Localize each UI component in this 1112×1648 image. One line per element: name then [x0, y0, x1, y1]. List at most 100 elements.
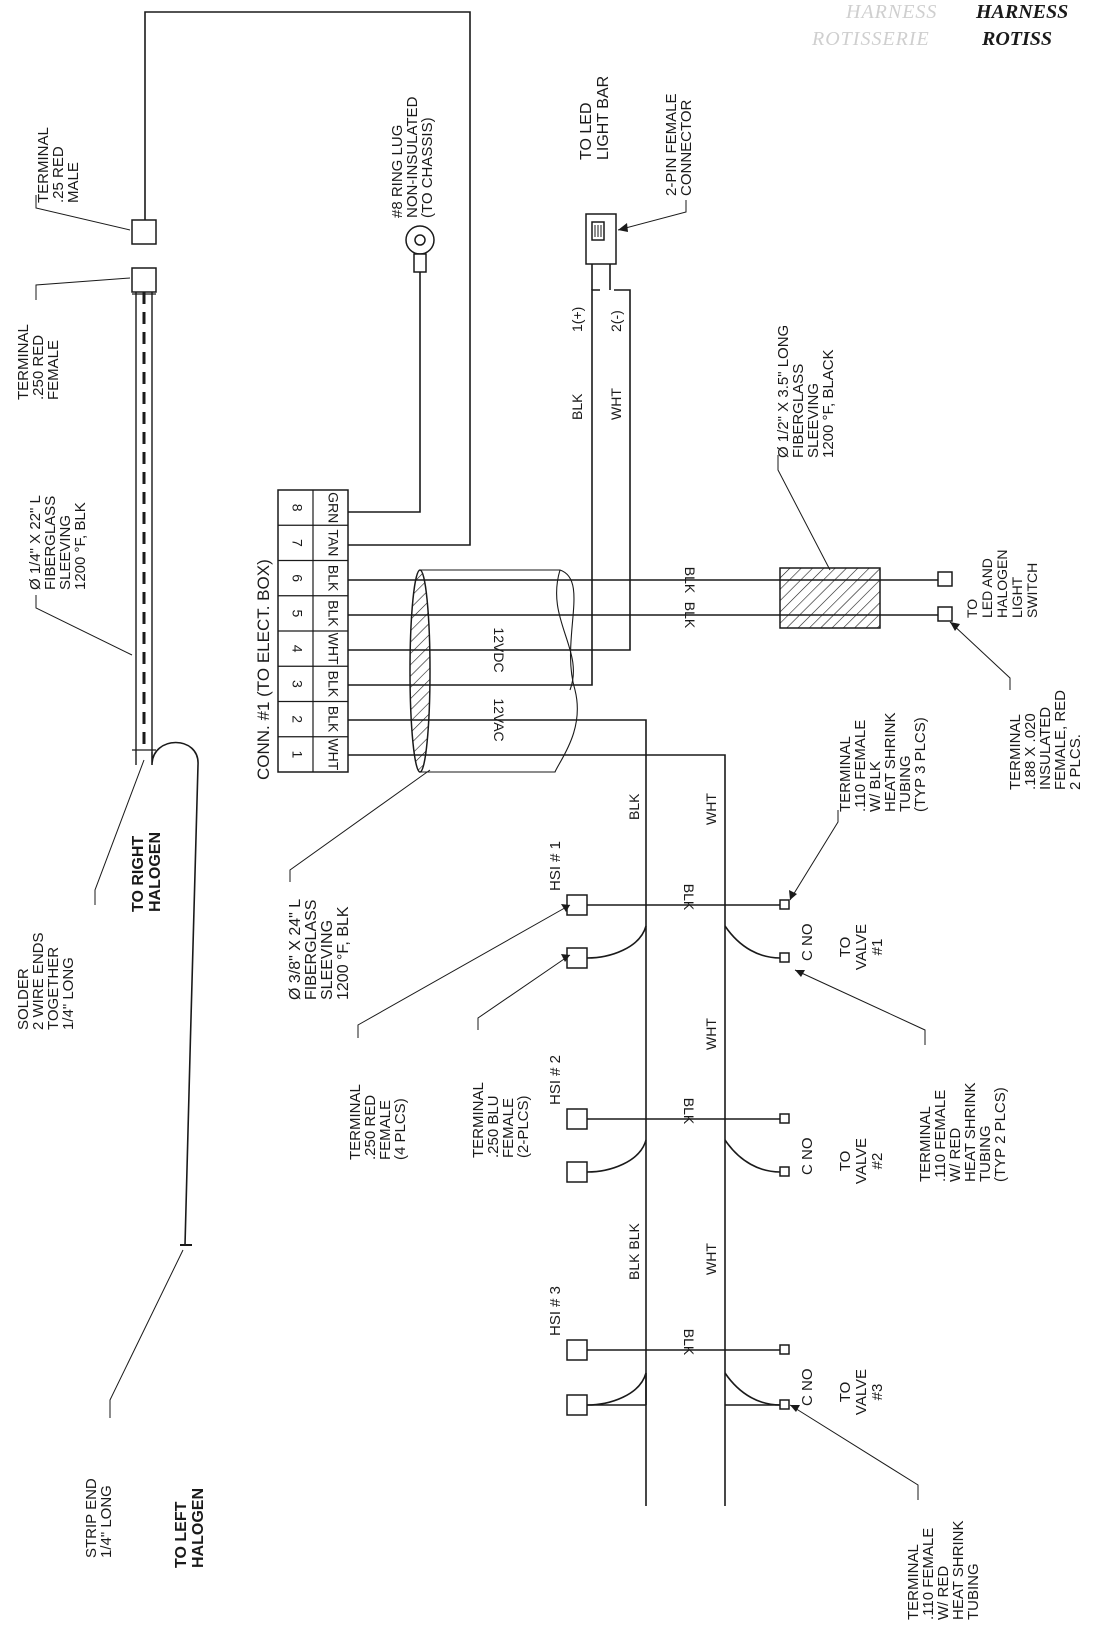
valve-2-c-terminal	[779, 1166, 790, 1177]
valve-3-label-line-1: TO	[837, 1382, 854, 1403]
terminal-188-label-line-5: 2 PLCS.	[1067, 734, 1084, 790]
to-switch-label-line-1: TO	[964, 599, 980, 618]
main-blk-label: BLK	[626, 793, 642, 820]
solder-label-line-4: 1/4" LONG	[60, 957, 77, 1030]
hsi-3-branch	[586, 1372, 647, 1406]
blk-blk-label-line-1: BLK BLK	[626, 1223, 642, 1280]
hsi-3-terminal-b	[566, 1394, 588, 1416]
terminal-110-red2-label-line-3: W/ RED	[947, 1128, 964, 1182]
terminal-110-red-label-line-4: HEAT SHRINK	[950, 1521, 967, 1620]
connector-wire-5: BLK	[325, 600, 341, 627]
led-bar-label-line-2: LIGHT BAR	[595, 76, 612, 160]
terminal-110-red-label-line-1: TERMINAL	[905, 1544, 922, 1620]
hsi-2-label: HSI # 2	[547, 1055, 564, 1105]
solder-label-line-1: SOLDER	[15, 968, 32, 1030]
connector-pin-6: 6	[289, 574, 305, 582]
switch-blk-2-label: BLK	[682, 602, 698, 629]
solder-label-line-2: 2 WIRE ENDS	[30, 932, 47, 1030]
connector-title-line-1: CONN. #1 (TO ELECT. BOX)	[254, 559, 273, 780]
strip-end-label-line-1: STRIP END	[83, 1478, 100, 1558]
connector-wire-3: BLK	[325, 671, 341, 698]
led-connector	[585, 200, 687, 290]
valve-3-c-terminal	[779, 1399, 790, 1410]
connector-wire-6: BLK	[325, 565, 341, 592]
sleeving-quarter-label-line-4: 1200 °F, BLK	[72, 502, 89, 590]
pin-minus-label-line-1: 2(-)	[608, 310, 624, 332]
terminal-110-red2-label-line-1: TERMINAL	[917, 1106, 934, 1182]
sleeving-half-label-line-1: Ø 1/2" X 3.5" LONG	[775, 325, 792, 458]
valve-1-c-terminal	[779, 952, 790, 963]
vac-label: 12VAC	[491, 698, 507, 741]
connector-pin-8: 8	[289, 504, 305, 512]
sleeving-38-label-line-4: 1200 °F, BLK	[335, 906, 352, 1000]
pin-plus-label-line-1: 1(+)	[569, 307, 585, 332]
hsi-1-branch	[586, 925, 647, 959]
valve-3-wht-branch	[724, 1372, 781, 1406]
terminal-110-red-label-line-3: W/ RED	[935, 1566, 952, 1620]
terminal-110-red2-label-line-6: (TYP 2 PLCS)	[992, 1087, 1009, 1182]
terminal-250-red4-label-line-4: (4 PLCS)	[392, 1098, 409, 1160]
sleeving-half-label: Ø 1/2" X 3.5" LONGFIBERGLASSSLEEVING1200…	[775, 325, 837, 458]
ring-lug-label-line-2: NON-INSULATED	[404, 96, 421, 218]
switch-terminals	[937, 571, 1011, 690]
hsi-3-terminal-a	[566, 1339, 588, 1361]
valve-2-wht-branch	[724, 1139, 781, 1173]
terminal-188-label-line-2: .188 X .020	[1022, 713, 1039, 790]
ring-lug-label-line-3: (TO CHASSIS)	[419, 117, 436, 218]
connector-pin-4: 4	[289, 645, 305, 653]
hsi-valve-section	[566, 894, 790, 1416]
valve-1-label-line-1: TO	[837, 937, 854, 958]
hsi-1-label: HSI # 1	[547, 841, 564, 891]
led-blk-label-line-1: BLK	[569, 393, 585, 420]
led-bar-label-line-1: TO LED	[578, 103, 595, 161]
sleeving-half-label-line-2: FIBERGLASS	[790, 364, 807, 458]
terminal-110-red-label-line-5: TUBING	[965, 1563, 982, 1620]
two-pin-label-line-2: CONNECTOR	[678, 99, 695, 196]
tan-wire	[144, 11, 471, 546]
to-switch-label-line-2: LED AND	[979, 558, 995, 618]
valve-2-label-line-1: TO	[837, 1151, 854, 1172]
vdc-label: 12VDC	[491, 627, 507, 672]
terminal-110-blk-label-line-4: HEAT SHRINK	[882, 713, 899, 812]
sleeving-half-label-line-3: SLEEVING	[805, 383, 822, 458]
hsi-2-terminal-a	[566, 1108, 588, 1130]
terminal-110-red2-label-line-5: TUBING	[977, 1125, 994, 1182]
title-block: HARNESS HARNESS ROTISSERIE ROTISS	[811, 1, 1068, 50]
leader-38	[289, 769, 431, 882]
to-switch-label-line-4: LIGHT	[1009, 576, 1025, 618]
connector-wire-2: BLK	[325, 706, 341, 733]
valve-3-blk-label: BLK	[681, 1329, 697, 1356]
main-wht-label: WHT	[703, 793, 719, 825]
halogen-leads	[131, 11, 471, 1246]
left-leaders	[35, 195, 184, 1418]
terminal-250-red4-label-line-2: .250 RED	[362, 1095, 379, 1160]
terminal-110-red-label-line-2: .110 FEMALE	[920, 1528, 937, 1620]
title-ghost-1: HARNESS	[845, 1, 937, 23]
terminal-250-female-top-label-line-3: FEMALE	[45, 340, 62, 400]
terminal-110-red2-label-line-2: .110 FEMALE	[932, 1090, 949, 1182]
connector-wires	[348, 289, 950, 1506]
connector-pin-5: 5	[289, 609, 305, 617]
to-switch-label-line-5: SWITCH	[1024, 563, 1040, 618]
valve-1-blk-label: BLK	[681, 884, 697, 911]
valve-3-label-line-3: #3	[869, 1384, 886, 1401]
terminal-250-red4-label-line-3: FEMALE	[377, 1100, 394, 1160]
title-ghost-2: ROTISSERIE	[811, 28, 930, 50]
strip-end-label-line-2: 1/4" LONG	[98, 1485, 115, 1558]
left-halogen-label-line-2: HALOGEN	[190, 1488, 207, 1568]
terminal-110-blk-label-line-1: TERMINAL	[837, 736, 854, 812]
